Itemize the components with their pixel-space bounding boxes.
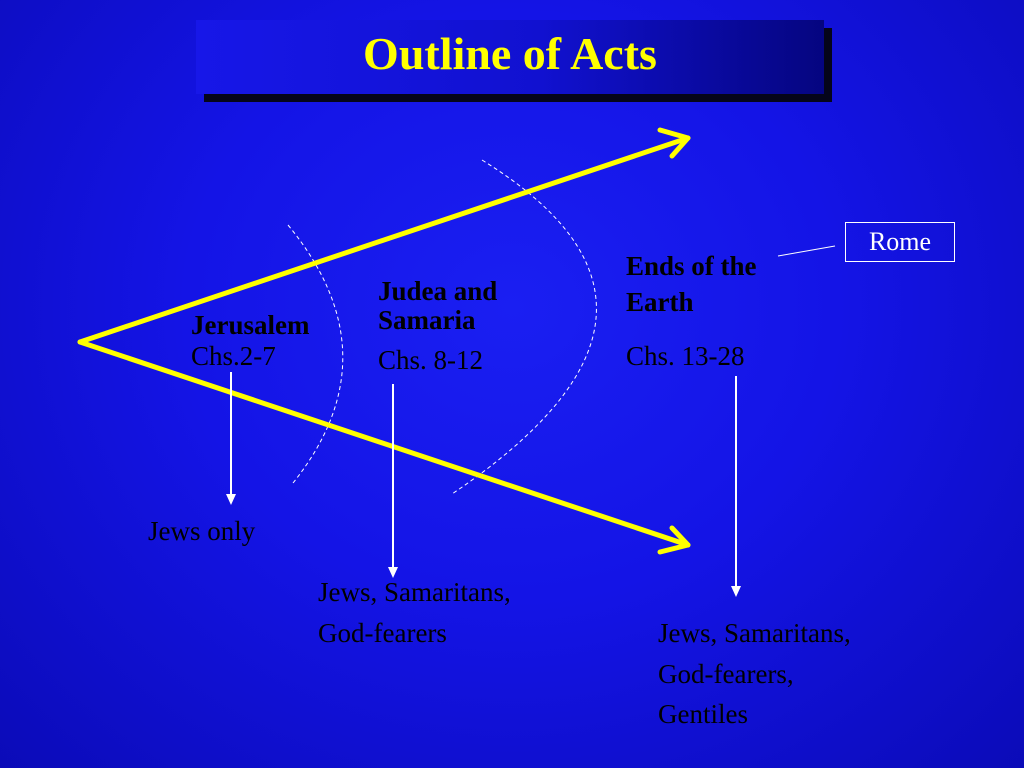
- region-judea-name: Judea and Samaria: [378, 276, 498, 336]
- upper-arrowhead: [657, 127, 691, 159]
- title-banner: Outline of Acts: [196, 20, 824, 94]
- region-earth-audience-line-3: Gentiles: [658, 699, 748, 729]
- judea-down-arrowhead: [388, 567, 398, 578]
- region-earth-name-line-1: Ends of the: [626, 251, 757, 281]
- jerusalem-down-arrowhead: [226, 494, 236, 505]
- region-earth-audience-line-2: God-fearers,: [658, 658, 794, 689]
- region-judea-audience-line-1: Jews, Samaritans,: [318, 577, 511, 607]
- region-earth-audience: Jews, Samaritans, God-fearers, Gentiles: [658, 613, 851, 735]
- region-judea-chapters: Chs. 8-12: [378, 345, 484, 375]
- earth-down-arrowhead: [731, 586, 741, 597]
- upper-expansion-arrow: [77, 135, 691, 345]
- rome-connector-line: [777, 245, 836, 257]
- lower-arrowhead: [657, 525, 691, 555]
- jerusalem-boundary-arc: [287, 224, 344, 484]
- lower-expansion-arrow: [77, 339, 691, 548]
- region-jerusalem-audience: Jews only: [148, 516, 256, 546]
- region-earth-chapters: Chs. 13-28: [626, 341, 745, 371]
- rome-callout-label: Rome: [868, 227, 932, 256]
- region-earth-name: Ends of the Earth: [626, 249, 757, 320]
- region-judea-name-line-1: Judea and: [378, 276, 498, 306]
- region-jerusalem-chapters: Chs.2-7: [191, 341, 276, 371]
- region-judea-audience: Jews, Samaritans, God-fearers: [318, 572, 511, 653]
- region-earth-audience-line-1: Jews, Samaritans,: [658, 618, 851, 648]
- slide-title: Outline of Acts: [363, 27, 657, 79]
- region-judea-name-line-2: Samaria: [378, 305, 476, 336]
- region-jerusalem-name: Jerusalem: [191, 310, 310, 340]
- rome-callout-box: Rome: [845, 222, 955, 262]
- judea-boundary-arc: [451, 159, 597, 495]
- region-earth-name-line-2: Earth: [626, 286, 694, 317]
- region-judea-audience-line-2: God-fearers: [318, 617, 447, 648]
